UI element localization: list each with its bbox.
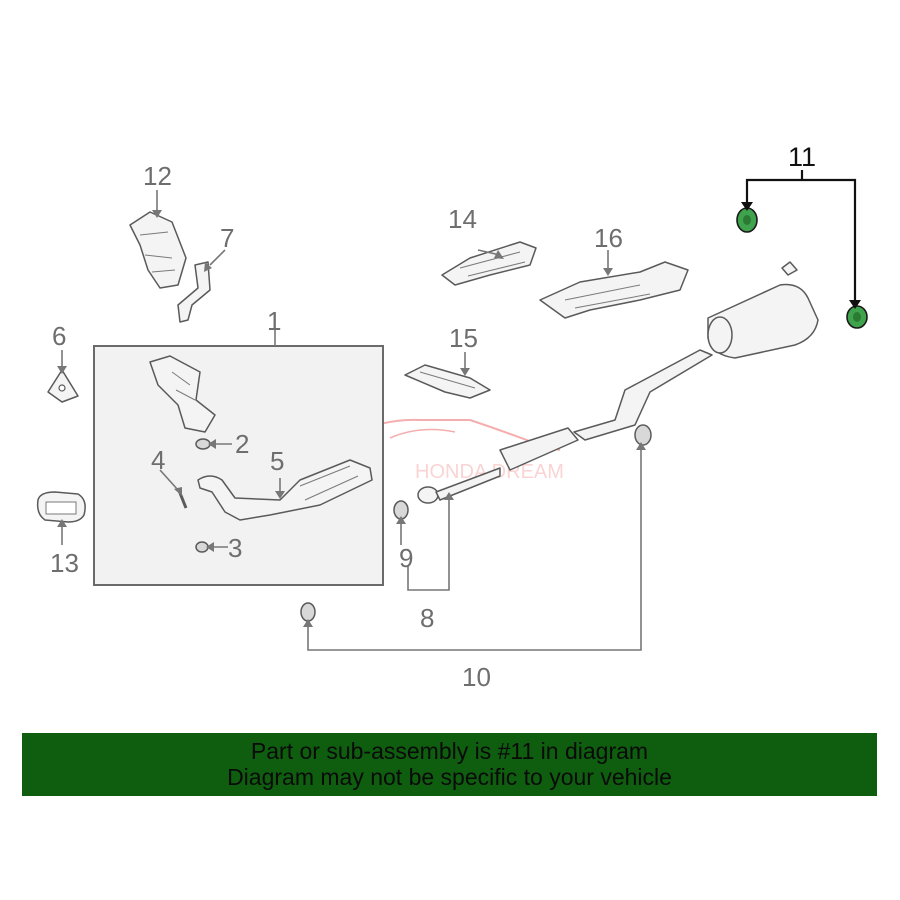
part-10-mount-rubber-a[interactable] bbox=[300, 602, 316, 622]
part-16-heat-shield[interactable] bbox=[539, 261, 689, 319]
callout-14[interactable]: 14 bbox=[448, 204, 477, 234]
info-banner: Part or sub-assembly is #11 in diagram D… bbox=[22, 733, 877, 796]
part-7-bracket[interactable] bbox=[177, 261, 211, 323]
callout-8[interactable]: 8 bbox=[420, 603, 434, 633]
exhaust-parts-diagram: HONDA DREAM bbox=[36, 142, 868, 692]
callout-2[interactable]: 2 bbox=[235, 429, 249, 459]
callout-4[interactable]: 4 bbox=[151, 445, 165, 475]
part-6-gasket[interactable] bbox=[47, 369, 79, 403]
callout-16[interactable]: 16 bbox=[594, 223, 623, 253]
part-10-mount-rubber-b[interactable] bbox=[634, 424, 652, 446]
callout-7[interactable]: 7 bbox=[220, 223, 234, 253]
banner-line-1: Part or sub-assembly is #11 in diagram bbox=[250, 738, 649, 764]
callout-3[interactable]: 3 bbox=[228, 533, 242, 563]
callout-1[interactable]: 1 bbox=[267, 306, 281, 336]
part-11-mount-rubber-b[interactable] bbox=[846, 305, 868, 329]
part-13-gasket[interactable] bbox=[36, 491, 86, 523]
part-2-nut[interactable] bbox=[195, 438, 211, 450]
callout-5[interactable]: 5 bbox=[270, 446, 284, 476]
callout-10[interactable]: 10 bbox=[462, 662, 491, 692]
part-1-manifold[interactable] bbox=[149, 355, 216, 433]
part-14-heat-shield[interactable] bbox=[441, 241, 537, 286]
banner-line-2: Diagram may not be specific to your vehi… bbox=[227, 764, 672, 790]
part-11-mount-rubber-a[interactable] bbox=[736, 207, 758, 233]
callout-9[interactable]: 9 bbox=[399, 543, 413, 573]
callout-6[interactable]: 6 bbox=[52, 321, 66, 351]
callout-11[interactable]: 11 bbox=[788, 142, 816, 172]
callouts: 12 7 6 13 14 16 15 1 2 4 5 3 9 8 10 11 bbox=[50, 142, 816, 692]
part-5-front-pipe[interactable] bbox=[197, 459, 373, 521]
part-12-heat-shield[interactable] bbox=[129, 211, 187, 289]
rear-muffler[interactable] bbox=[707, 261, 819, 359]
part-15-heat-shield[interactable] bbox=[404, 364, 491, 399]
arrowheads bbox=[57, 210, 646, 627]
callout-13[interactable]: 13 bbox=[50, 548, 79, 578]
arrowheads-active bbox=[741, 202, 861, 309]
callout-12[interactable]: 12 bbox=[143, 161, 172, 191]
callout-15[interactable]: 15 bbox=[449, 323, 478, 353]
part-8-center-pipe[interactable] bbox=[417, 349, 713, 504]
